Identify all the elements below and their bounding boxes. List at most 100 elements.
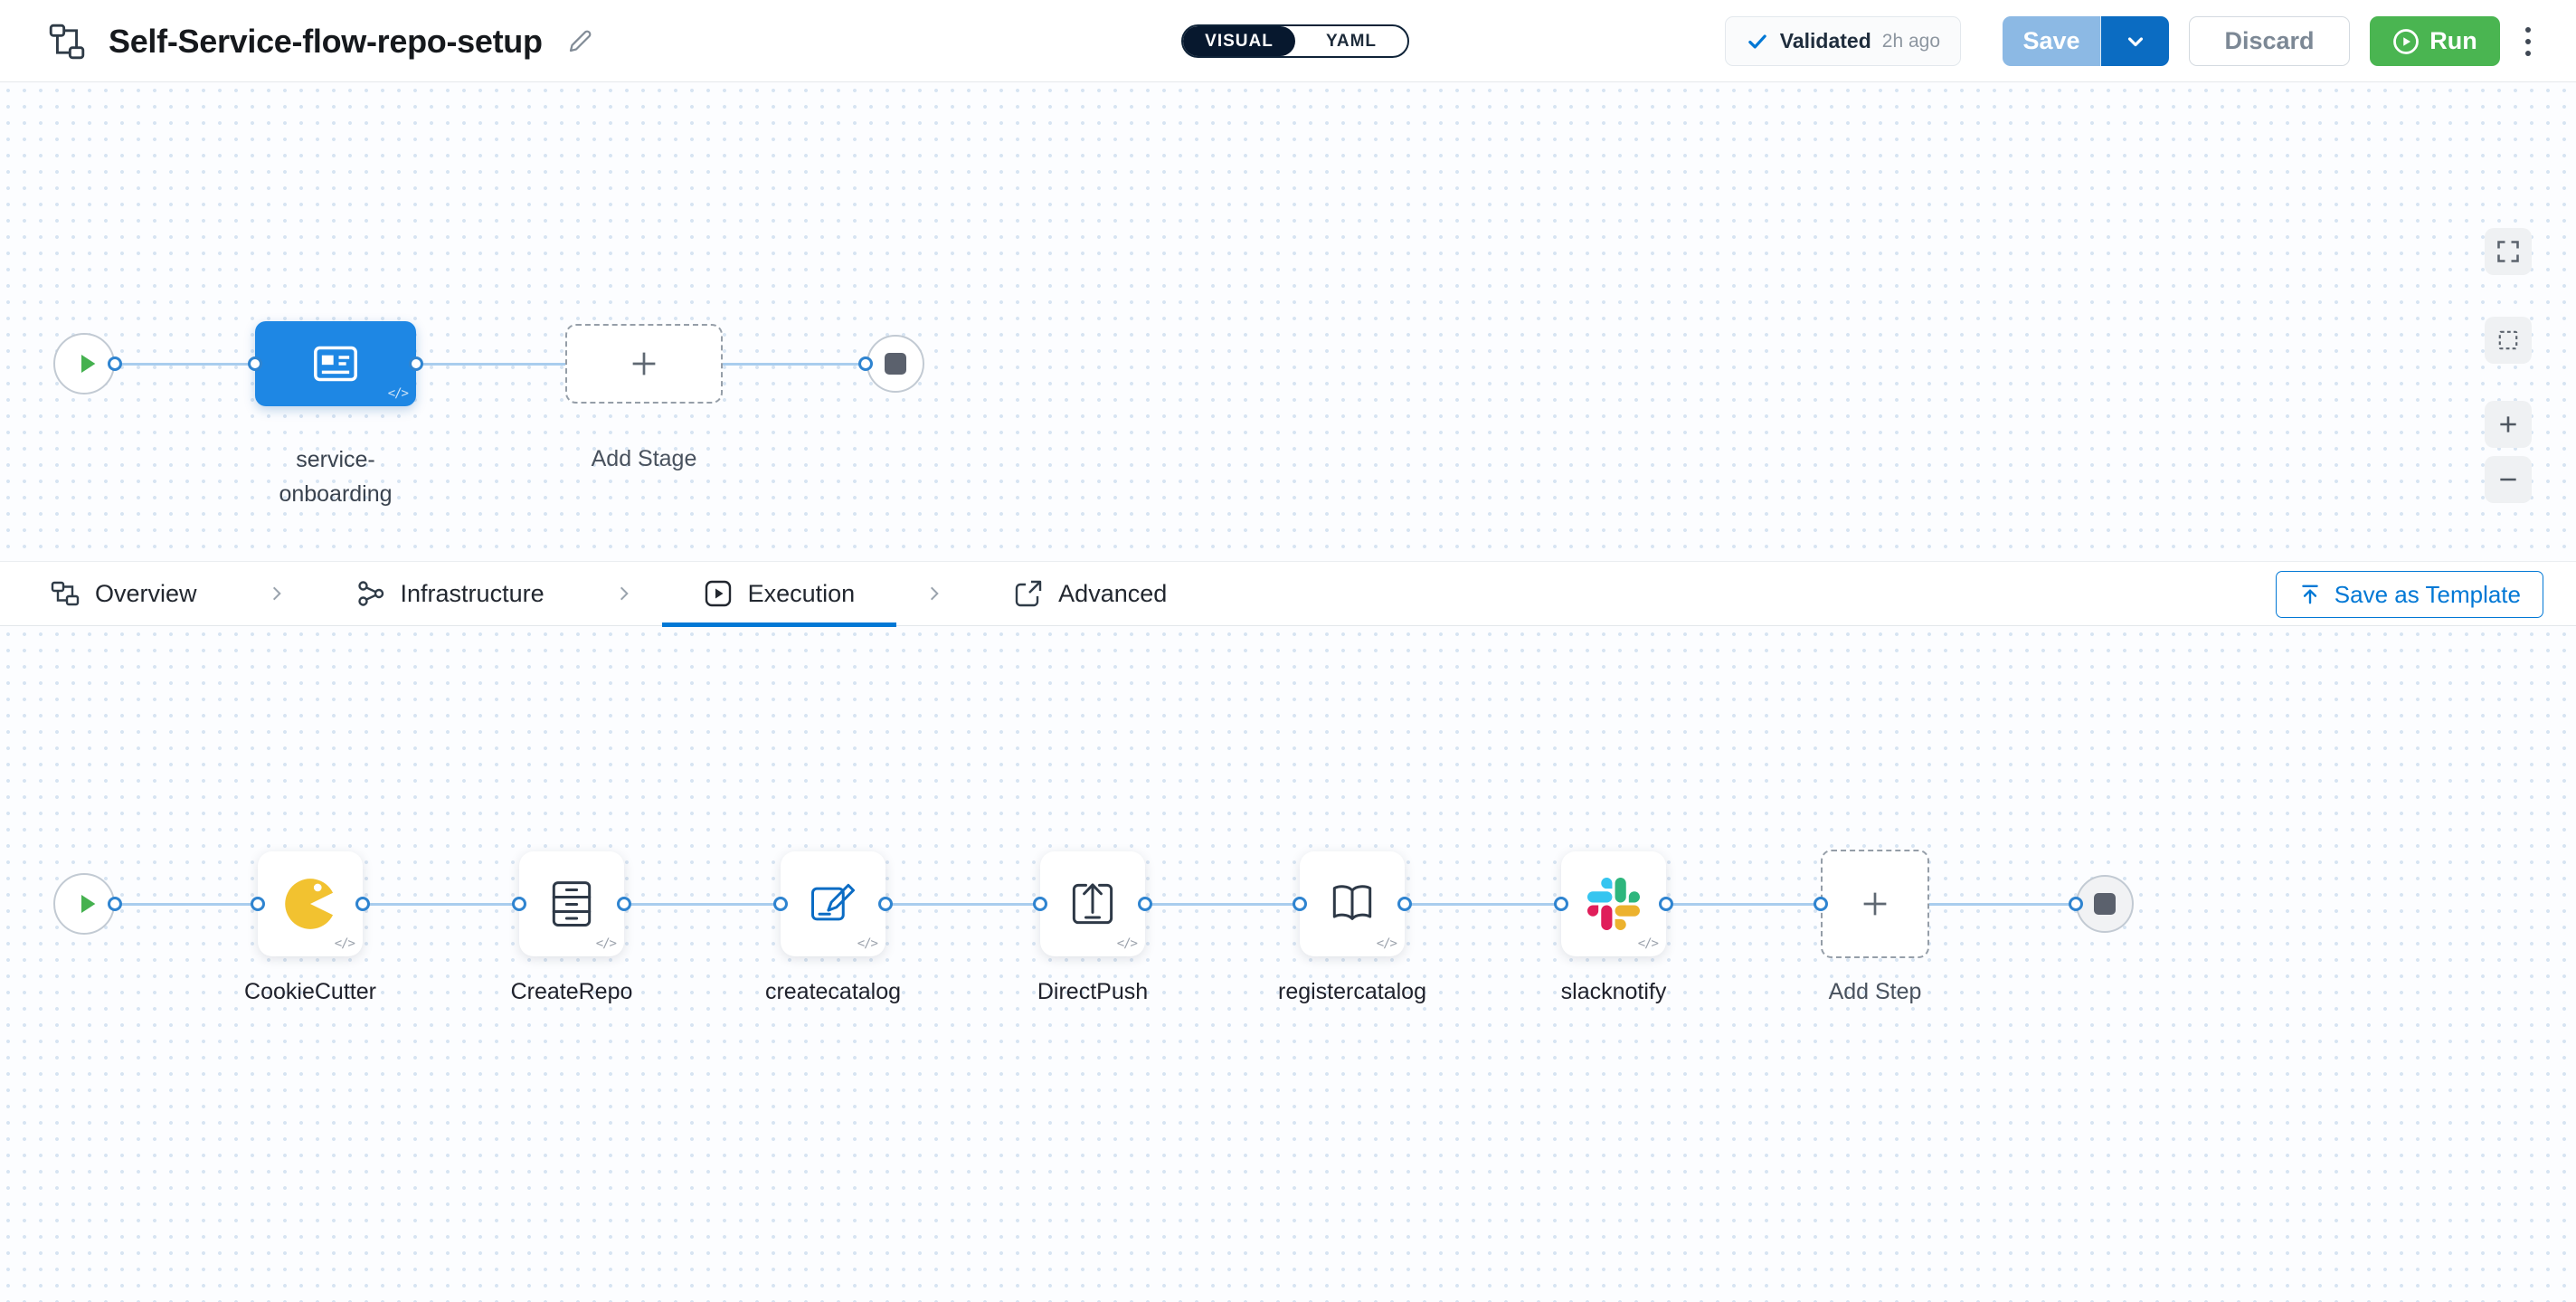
- pipeline-icon: [49, 24, 85, 59]
- connector-port[interactable]: [1293, 897, 1307, 911]
- fit-to-screen-button[interactable]: [2485, 228, 2532, 275]
- play-icon: [81, 355, 96, 373]
- pipeline-title: Self-Service-flow-repo-setup: [109, 22, 543, 60]
- flow-start-node[interactable]: [53, 333, 115, 394]
- connector-port[interactable]: [858, 356, 873, 371]
- execution-canvas[interactable]: </> CookieCutter </> CreateRepo </> crea…: [0, 626, 2576, 1302]
- step-node-slacknotify[interactable]: </>: [1561, 851, 1666, 956]
- validated-label: Validated: [1779, 29, 1871, 52]
- connector-port[interactable]: [512, 897, 526, 911]
- tab-label: Overview: [95, 579, 197, 607]
- connector-port[interactable]: [1397, 897, 1412, 911]
- edit-title-icon[interactable]: [566, 28, 593, 55]
- minus-icon: [2500, 478, 2516, 481]
- advanced-icon: [1015, 580, 1042, 607]
- chevron-right-icon: [268, 584, 286, 603]
- save-button[interactable]: Save: [2003, 16, 2100, 66]
- plus-icon: [632, 352, 656, 375]
- connector-port[interactable]: [2069, 897, 2083, 911]
- tab-execution[interactable]: Execution: [661, 561, 896, 627]
- add-stage-label: Add Stage: [591, 446, 697, 471]
- add-step-button[interactable]: [1821, 850, 1929, 958]
- save-as-template-button[interactable]: Save as Template: [2275, 571, 2543, 618]
- flow-start-node[interactable]: [53, 873, 115, 935]
- step-label[interactable]: createcatalog: [764, 979, 902, 1004]
- step-node-directpush[interactable]: </>: [1040, 851, 1145, 956]
- stage-tab-bar: Overview Infrastructure Execution Advanc…: [0, 561, 2576, 627]
- code-badge: </>: [387, 386, 409, 401]
- chevron-right-icon: [925, 584, 943, 603]
- tab-label: Infrastructure: [400, 579, 545, 607]
- validated-time: 2h ago: [1881, 30, 1940, 52]
- save-as-template-label: Save as Template: [2334, 580, 2521, 608]
- tab-infrastructure[interactable]: Infrastructure: [356, 561, 545, 626]
- save-dropdown-button[interactable]: [2100, 16, 2169, 66]
- connector-port[interactable]: [878, 897, 893, 911]
- connector-port[interactable]: [617, 897, 631, 911]
- zoom-out-button[interactable]: [2485, 456, 2532, 503]
- connector-port[interactable]: [773, 897, 788, 911]
- step-node-createrepo[interactable]: </>: [519, 851, 624, 956]
- run-play-icon: [2393, 28, 2420, 54]
- check-icon: [1748, 33, 1766, 49]
- tab-label: Execution: [747, 579, 856, 607]
- step-node-createcatalog[interactable]: </>: [781, 851, 886, 956]
- flow-end-node[interactable]: [867, 335, 924, 393]
- marquee-icon: [2498, 330, 2518, 350]
- step-label[interactable]: DirectPush: [1037, 979, 1149, 1004]
- validated-badge[interactable]: Validated 2h ago: [1724, 16, 1961, 66]
- step-label[interactable]: registercatalog: [1278, 979, 1426, 1004]
- plus-icon: [1863, 892, 1887, 916]
- step-label[interactable]: CreateRepo: [510, 979, 633, 1004]
- connector-port[interactable]: [1814, 897, 1828, 911]
- connector-port[interactable]: [1554, 897, 1568, 911]
- selection-mode-button[interactable]: [2485, 317, 2532, 364]
- toggle-visual[interactable]: VISUAL: [1183, 26, 1295, 56]
- execution-icon: [705, 580, 731, 607]
- stage-canvas[interactable]: </> service-onboarding Add Stage: [0, 82, 2576, 561]
- run-button[interactable]: Run: [2370, 16, 2500, 66]
- header: Self-Service-flow-repo-setup VISUAL YAML…: [0, 0, 2576, 82]
- connector-port[interactable]: [409, 356, 423, 371]
- tab-advanced[interactable]: Advanced: [1014, 561, 1167, 626]
- discard-button[interactable]: Discard: [2189, 16, 2350, 66]
- connector-port[interactable]: [1659, 897, 1673, 911]
- stage-label[interactable]: service-onboarding: [279, 447, 393, 507]
- tab-overview[interactable]: Overview: [51, 561, 197, 626]
- drawer-cabinet-icon: [552, 881, 592, 927]
- stage-flow-line: [84, 363, 895, 366]
- run-label: Run: [2429, 27, 2477, 54]
- plus-icon: [2500, 416, 2516, 432]
- template-upload-icon: [2302, 584, 2318, 604]
- code-badge: </>: [857, 936, 878, 951]
- tab-label: Advanced: [1058, 579, 1168, 607]
- zoom-in-button[interactable]: [2485, 401, 2532, 448]
- more-options-icon[interactable]: [2520, 22, 2536, 62]
- step-label[interactable]: slacknotify: [1560, 979, 1667, 1004]
- cookiecutter-icon: [285, 879, 334, 929]
- open-book-icon: [1332, 885, 1372, 920]
- flow-end-node[interactable]: [2076, 875, 2134, 933]
- connector-port[interactable]: [1138, 897, 1152, 911]
- chevron-right-icon: [615, 584, 633, 603]
- step-node-registercatalog[interactable]: </>: [1300, 851, 1405, 956]
- add-stage-button[interactable]: [565, 324, 723, 404]
- code-badge: </>: [334, 936, 355, 951]
- catalog-edit-icon: [811, 883, 855, 921]
- step-label[interactable]: CookieCutter: [244, 979, 376, 1004]
- connector-port[interactable]: [248, 356, 262, 371]
- stop-icon: [885, 353, 906, 375]
- code-badge: </>: [1116, 936, 1138, 951]
- connector-port[interactable]: [251, 897, 265, 911]
- stage-node-service-onboarding[interactable]: </>: [255, 321, 416, 406]
- toggle-yaml[interactable]: YAML: [1325, 31, 1378, 51]
- expand-icon: [2497, 241, 2519, 262]
- visual-yaml-toggle: VISUAL YAML: [1181, 24, 1409, 58]
- stage-service-icon: [314, 346, 357, 382]
- step-node-cookiecutter[interactable]: </>: [258, 851, 363, 956]
- connector-port[interactable]: [355, 897, 370, 911]
- connector-port[interactable]: [108, 356, 122, 371]
- connector-port[interactable]: [1033, 897, 1047, 911]
- slack-icon: [1587, 878, 1640, 930]
- connector-port[interactable]: [108, 897, 122, 911]
